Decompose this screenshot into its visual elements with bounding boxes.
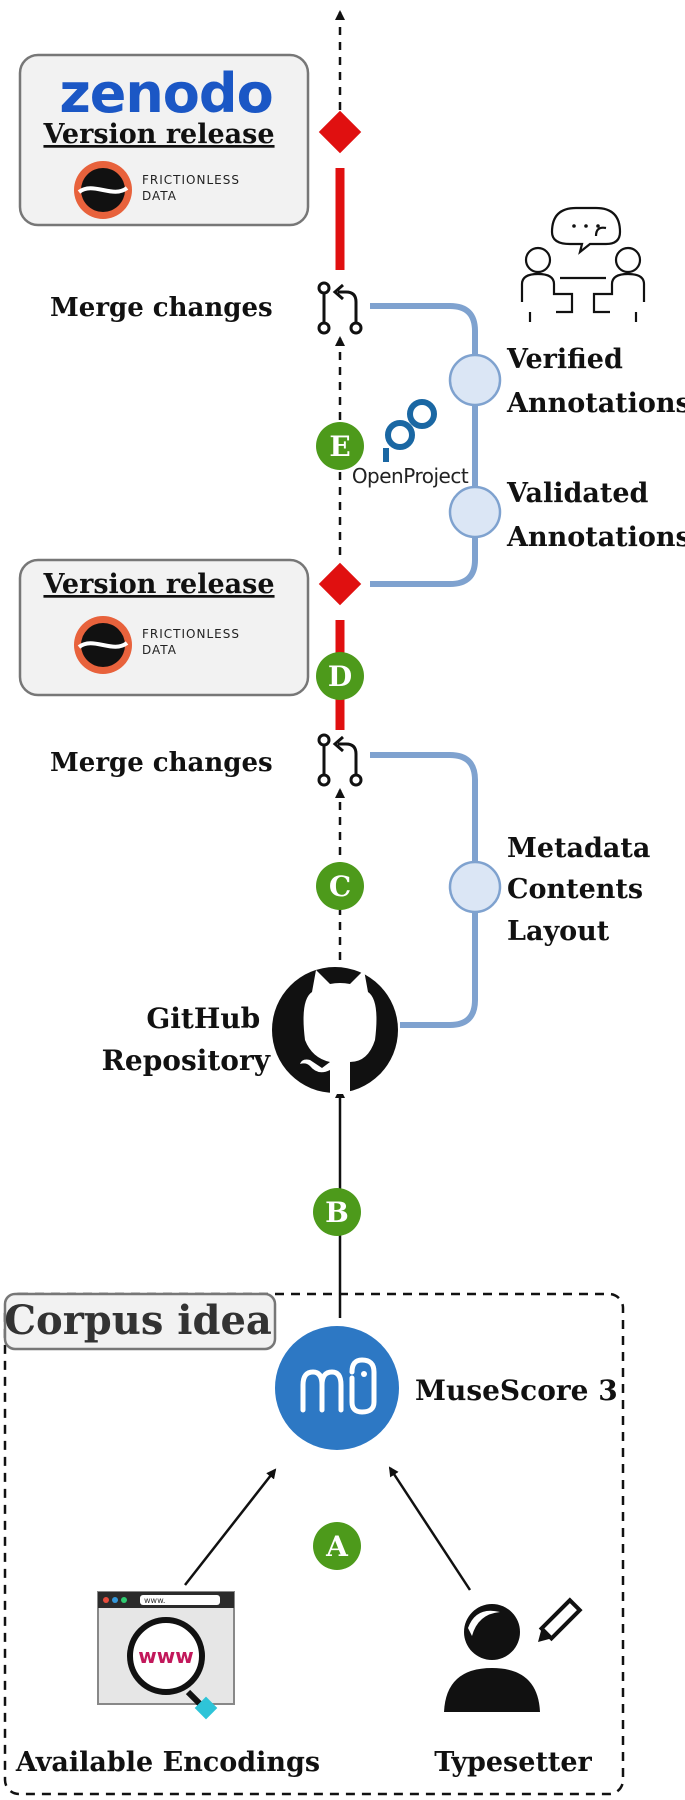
openproject-label: OpenProject [352,464,469,488]
release-diamond-middle [318,562,362,606]
metadata-label: Metadata Contents Layout [507,833,660,947]
typesetter-label: Typesetter [434,1747,592,1778]
browser-search-icon: www. www [97,1591,235,1720]
validated-node [448,485,502,539]
merge-top-label: Merge changes [50,293,273,323]
encodings-arrow [184,1468,277,1586]
typesetter-icon [444,1597,583,1712]
svg-text:A: A [325,1530,349,1563]
merge-icon [314,730,366,788]
corpus-idea-label: Corpus idea [4,1297,272,1344]
verified-label: Verified Annotations [506,344,685,419]
collaboration-icon [520,206,646,322]
openproject-logo-icon [383,399,437,462]
svg-text:C: C [329,870,351,903]
middle-frictionless-line2: DATA [142,643,177,657]
validated-label: Validated Annotations [506,478,685,553]
typesetter-arrow [388,1466,472,1591]
svg-text:B: B [325,1196,349,1229]
metadata-node [448,860,502,914]
step-badge-e: E [316,422,364,470]
frictionless-logo-icon [74,616,132,674]
top-frictionless-line1: FRICTIONLESS [142,173,240,187]
step-badge-b: B [313,1188,361,1236]
step-badge-c: C [316,862,364,910]
svg-text:E: E [329,430,350,463]
github-icon [272,967,398,1094]
github-label: GitHub Repository [102,1002,271,1077]
merge-icon [314,278,366,336]
musescore-label: MuseScore 3 [415,1374,618,1407]
musescore-icon [275,1326,399,1450]
step-badge-a: A [313,1522,361,1570]
top-release-title: Version release [42,119,274,150]
zenodo-logo: zenodo [59,62,272,125]
available-encodings-label: Available Encodings [15,1747,320,1778]
browser-url-text: www. [144,1596,165,1605]
middle-release-title: Version release [42,569,274,600]
annotation-branch-line [370,303,478,587]
frictionless-logo-icon [74,161,132,219]
release-diamond-top [318,110,362,154]
middle-frictionless-line1: FRICTIONLESS [142,627,240,641]
step-badge-d: D [316,652,364,700]
corpus-idea-box [3,1292,625,1796]
top-frictionless-line2: DATA [142,189,177,203]
browser-search-text: www [138,1644,193,1668]
merge-bottom-label: Merge changes [50,748,273,778]
corpus-idea-tab [3,1292,277,1351]
verified-node [448,353,502,407]
svg-text:D: D [328,660,352,693]
